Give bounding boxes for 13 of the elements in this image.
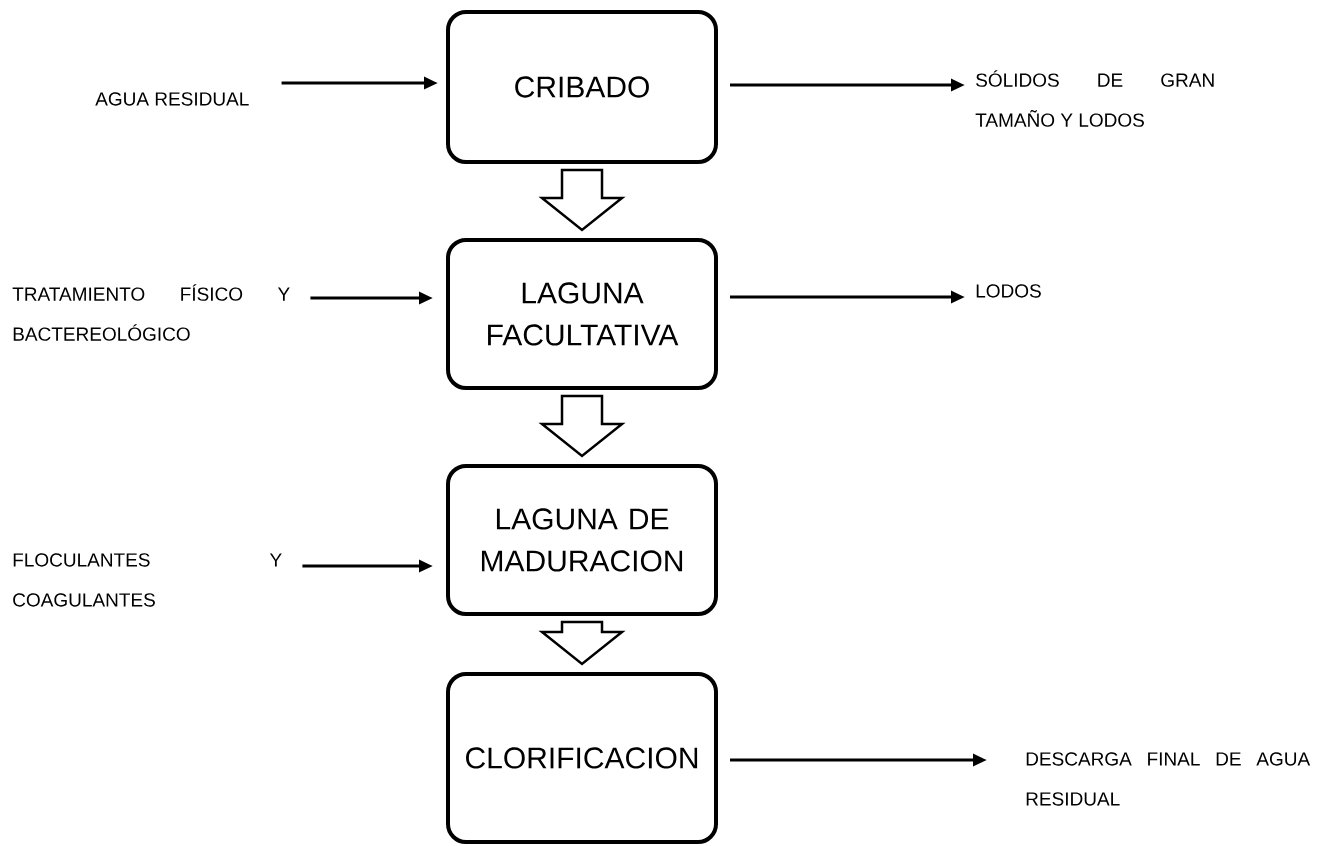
process-box: LAGUNA DE MADURACION [446, 464, 718, 616]
flow-text: DESCARGA FINAL DE AGUA RESIDUAL [1026, 752, 1311, 806]
block-arrow [538, 620, 626, 666]
flow-text: FLOCULANTES Y COAGULANTES [13, 553, 282, 607]
block-arrow [538, 168, 626, 232]
flow-text: SÓLIDOS DE GRAN TAMAÑO Y LODOS [975, 70, 1214, 127]
block-arrow [538, 394, 626, 458]
flow-text: TRATAMIENTO FÍSICO Y BACTEREOLÓGICO [12, 284, 290, 341]
process-box: CLORIFICACION [446, 672, 718, 844]
process-box: CRIBADO [446, 10, 718, 164]
flow-text: LODOS [976, 284, 1041, 298]
flow-text: AGUA RESIDUAL [95, 92, 249, 106]
process-box: LAGUNA FACULTATIVA [446, 238, 718, 390]
